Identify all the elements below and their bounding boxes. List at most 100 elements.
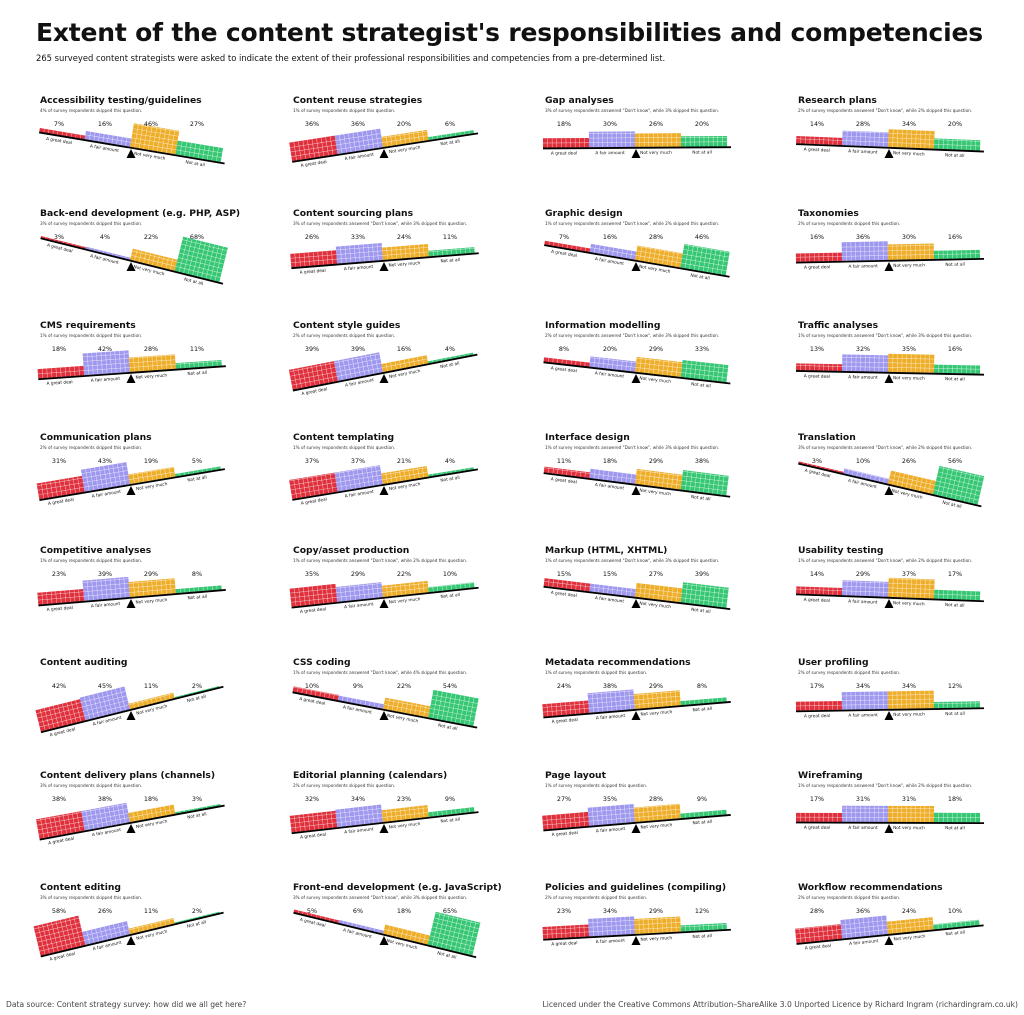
bar-not-at-all <box>174 236 228 283</box>
bar-not-very-much <box>633 803 681 823</box>
panel-title: Gap analyses <box>545 95 614 106</box>
seesaw-beam <box>543 814 731 832</box>
percentage-label: 10% <box>948 907 962 915</box>
percentage-label: 31% <box>856 795 870 803</box>
category-label: A fair amount <box>848 712 878 718</box>
bar-not-very-much <box>888 577 935 599</box>
percentage-label: 38% <box>695 457 709 465</box>
bar-not-very-much <box>633 690 681 710</box>
bar-not-at-all <box>933 701 980 709</box>
seesaw-fulcrum <box>884 824 894 833</box>
percentage-label: 18% <box>948 795 962 803</box>
percentage-label: 33% <box>351 233 365 241</box>
seesaw-beam <box>795 370 984 376</box>
seesaw-beam <box>796 143 984 153</box>
percentage-label: 20% <box>948 120 962 128</box>
bar-not-very-much <box>635 582 683 603</box>
percentage-label: 15% <box>557 570 571 578</box>
panel-note: 3% of survey respondents answered "Don't… <box>293 895 468 900</box>
category-label: Not at all <box>438 723 458 733</box>
percentage-label: 17% <box>810 682 824 690</box>
panel-title: Markup (HTML, XHTML) <box>545 545 668 556</box>
seesaw-beam <box>798 462 982 508</box>
category-label: A great deal <box>300 496 327 506</box>
seesaw-fulcrum <box>126 374 136 383</box>
category-label: Not at all <box>945 152 965 159</box>
bar-not-very-much <box>887 243 934 261</box>
panel-note: 1% of survey respondents skipped this qu… <box>40 333 143 338</box>
bar-a-fair-amount <box>842 580 889 597</box>
category-label: A fair amount <box>848 263 878 270</box>
category-label: Not at all <box>436 950 456 960</box>
percentage-label: 27% <box>649 570 663 578</box>
seesaw-fulcrum <box>631 374 641 383</box>
panel-note: 3% of survey respondents answered "Don't… <box>798 445 973 450</box>
category-label: A fair amount <box>344 489 374 500</box>
panel-title: User profiling <box>798 657 869 668</box>
category-label: Not at all <box>187 594 207 602</box>
seesaw-beam <box>292 691 478 729</box>
percentage-label: 43% <box>98 457 112 465</box>
bar-not-very-much <box>635 356 683 378</box>
chart-panel: Content delivery plans (channels)3% of s… <box>35 770 236 878</box>
category-label: A fair amount <box>848 825 878 831</box>
seesaw-fulcrum <box>126 262 136 271</box>
category-label: A fair amount <box>594 256 624 267</box>
seesaw-fulcrum <box>631 936 641 945</box>
category-label: Not very much <box>893 933 925 942</box>
percentage-label: 56% <box>948 457 962 465</box>
panel-title: CMS requirements <box>40 320 136 331</box>
category-label: Not very much <box>135 372 167 380</box>
seesaw-fulcrum <box>379 936 389 945</box>
panel-title: Metadata recommendations <box>545 657 691 668</box>
panel-title: Content delivery plans (channels) <box>40 770 216 781</box>
bar-not-at-all <box>427 911 481 956</box>
bar-not-very-much <box>888 470 936 495</box>
panel-note: 1% of survey respondents skipped this qu… <box>545 783 648 788</box>
bar-a-fair-amount <box>338 919 384 934</box>
category-label: Not very much <box>136 818 169 830</box>
bar-a-fair-amount <box>589 468 637 484</box>
category-label: A fair amount <box>595 370 625 379</box>
seesaw-beam <box>544 244 730 278</box>
category-label: Not at all <box>692 819 712 827</box>
category-label: A fair amount <box>89 143 119 154</box>
category-label: Not at all <box>186 694 206 705</box>
percentage-label: 45% <box>98 682 112 690</box>
bar-a-fair-amount <box>79 686 131 721</box>
percentage-label: 39% <box>695 570 709 578</box>
bar-not-very-much <box>381 805 429 823</box>
percentage-label: 24% <box>557 682 571 690</box>
category-label: Not very much <box>639 487 672 497</box>
seesaw-fulcrum <box>631 711 641 720</box>
category-label: A great deal <box>48 497 75 507</box>
bar-not-at-all <box>933 364 981 374</box>
bar-not-very-much <box>888 805 935 823</box>
bar-not-very-much <box>128 692 175 710</box>
category-label: Not at all <box>186 919 206 929</box>
bar-not-at-all <box>933 138 981 151</box>
seesaw-beam <box>796 924 984 945</box>
category-label: Not very much <box>640 150 672 156</box>
category-label: A great deal <box>551 830 578 838</box>
category-label: A great deal <box>46 379 73 387</box>
percentage-label: 32% <box>856 345 870 353</box>
panel-note: 1% of survey respondents skipped this qu… <box>293 108 396 113</box>
bar-a-fair-amount <box>588 131 636 148</box>
page-title: Extent of the content strategist's respo… <box>36 18 983 47</box>
percentage-label: 34% <box>856 682 870 690</box>
category-label: Not at all <box>692 149 712 155</box>
seesaw-fulcrum <box>884 262 894 271</box>
